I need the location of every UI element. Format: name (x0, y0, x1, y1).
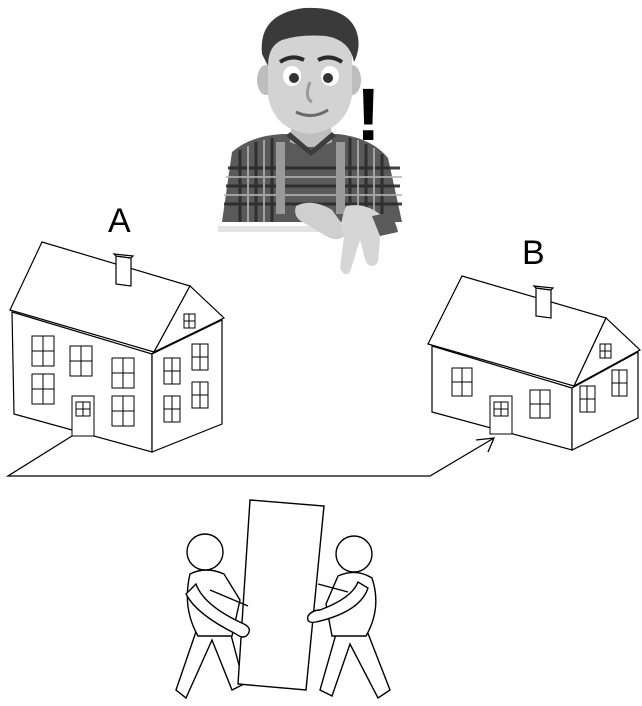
movers-icon (176, 500, 390, 698)
exclamation-mark: ! (356, 73, 381, 156)
route-arrow-icon (8, 436, 494, 476)
house-a-label: A (108, 202, 131, 240)
house-b-label: B (522, 234, 545, 272)
house-a-icon (10, 242, 224, 452)
presenter-icon: ! (218, 8, 402, 274)
house-b-icon (428, 276, 640, 450)
